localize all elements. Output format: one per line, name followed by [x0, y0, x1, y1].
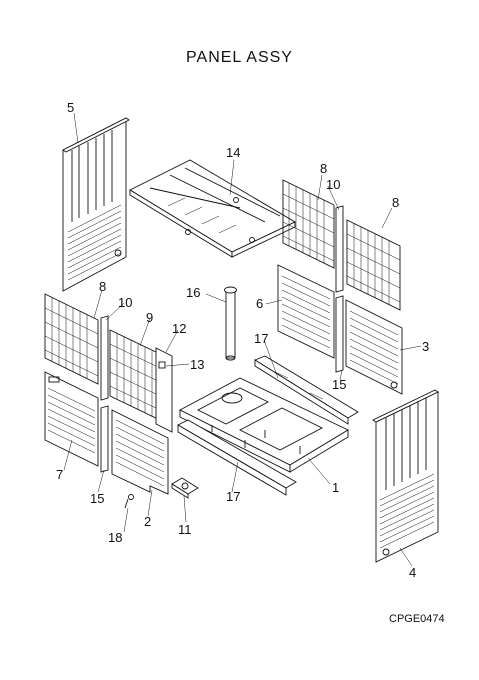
callout-6: 6	[256, 296, 264, 311]
callout-3: 3	[422, 339, 430, 354]
part-8-mesh-upper	[282, 179, 401, 311]
leader-lines	[63, 112, 422, 567]
callout-15: 15	[332, 377, 347, 392]
callout-12: 12	[172, 321, 187, 336]
part-14-roof	[129, 159, 296, 258]
part-18-screw	[124, 494, 134, 509]
callout-10: 10	[326, 177, 341, 192]
part-15-post-lower	[100, 405, 109, 473]
part-10-post-upper	[335, 205, 344, 293]
part-16-pipe	[224, 286, 237, 361]
callout-4: 4	[409, 565, 417, 580]
callout-9: 9	[146, 310, 154, 325]
callout-8: 8	[99, 279, 107, 294]
part-17-rail-lower	[177, 419, 297, 496]
callout-8: 8	[320, 161, 328, 176]
part-3-panel	[345, 299, 403, 395]
part-4-side-panel	[372, 389, 439, 563]
part-10-post-lower	[100, 315, 109, 401]
callout-8: 8	[392, 195, 400, 210]
callout-14: 14	[226, 145, 241, 160]
callout-1: 1	[332, 480, 340, 495]
callout-15: 15	[90, 491, 105, 506]
part-2-panel	[111, 409, 169, 495]
part-5-side-panel	[62, 117, 130, 292]
callout-17: 17	[254, 331, 269, 346]
part-9-mesh	[109, 329, 161, 421]
part-7-panel	[44, 371, 99, 467]
part-17-rail-upper	[254, 355, 359, 425]
callout-13: 13	[190, 357, 205, 372]
callout-2: 2	[144, 514, 152, 529]
callout-17: 17	[226, 489, 241, 504]
part-15-post-upper	[335, 295, 344, 373]
part-12-narrow-panel	[155, 347, 173, 433]
diagram-title: PANEL ASSY	[186, 49, 293, 66]
part-11-handle-plate	[171, 477, 199, 499]
part-6-panel	[277, 264, 335, 359]
callout-16: 16	[186, 285, 201, 300]
callout-5: 5	[67, 100, 75, 115]
callout-18: 18	[108, 530, 123, 545]
part-1-base	[179, 377, 349, 473]
callout-11: 11	[178, 522, 192, 537]
part-8-mesh-lower	[44, 293, 99, 385]
callout-10: 10	[118, 295, 133, 310]
drawing-code: CPGE0474	[389, 613, 445, 625]
callout-7: 7	[56, 467, 64, 482]
